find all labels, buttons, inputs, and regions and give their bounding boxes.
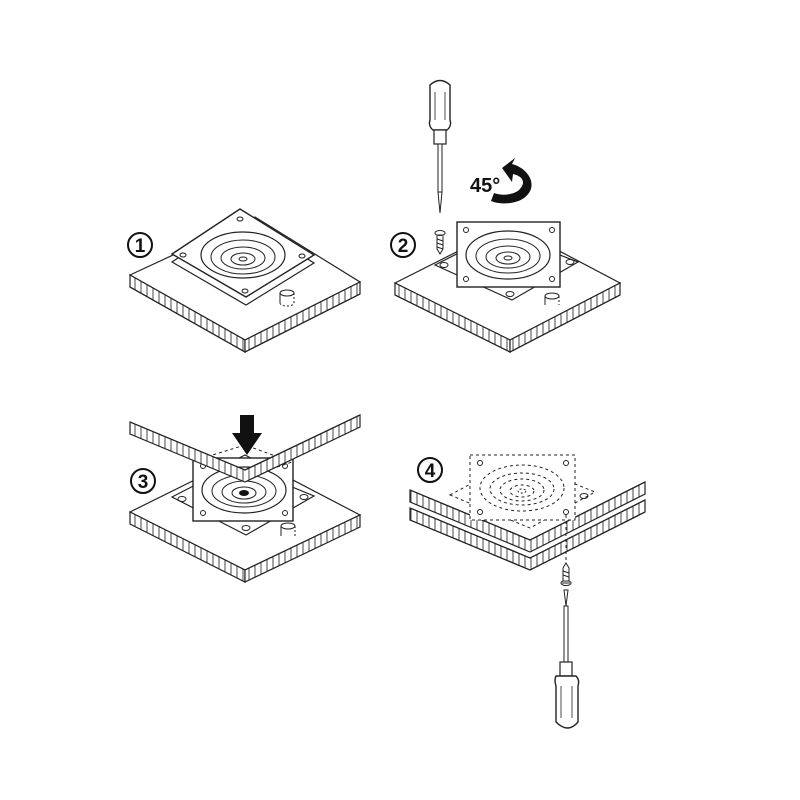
step-2-number: 2 [398,236,409,257]
rotate-arrow-icon [491,158,532,204]
step-3-panel: 3 [128,414,362,583]
step-3-number: 3 [138,472,149,493]
top-board-icon [129,414,361,483]
bumper-pad-icon [280,522,296,536]
step-4-number: 4 [425,461,436,482]
down-arrow-icon [232,415,262,455]
step-1-panel: 1 [127,208,362,354]
rotation-angle-label: 45° [470,175,500,197]
bumper-pad-icon [544,292,560,305]
step-3-badge [130,468,156,494]
step-2-badge [390,232,416,258]
screwdriver-icon [428,79,452,214]
step-2-panel: 2 [390,79,622,353]
hidden-swivel-plate-icon [448,454,597,560]
stacked-boards-icon [409,481,646,571]
swivel-plate-icon [170,444,316,536]
swivel-plate-icon [170,208,316,306]
screw-icon [560,562,572,586]
step-1-badge [127,232,153,258]
step-1-number: 1 [135,236,146,257]
bumper-pad-icon [279,289,295,307]
screw-icon [434,230,446,255]
step-4-panel: 4 [409,454,646,729]
step-4-badge [417,457,443,483]
screwdriver-icon [554,589,580,729]
swivel-plate-icon [433,221,580,301]
